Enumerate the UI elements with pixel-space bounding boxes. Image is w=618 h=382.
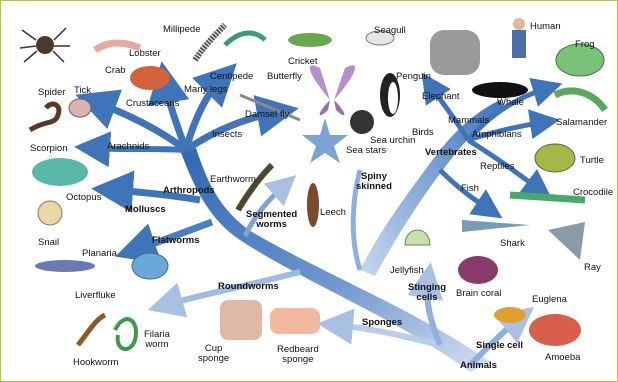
ray-illustration — [548, 222, 585, 260]
label-amoeba: Amoeba — [545, 353, 580, 363]
label-filaria-worm: Filaria worm — [144, 330, 170, 350]
human-illustration — [512, 18, 526, 58]
label-cup-sponge: Cup sponge — [198, 344, 229, 364]
sea-star-illustration — [302, 118, 348, 163]
filaria-worm-illustration — [115, 319, 136, 349]
label-elephant: Elephant — [422, 92, 460, 102]
label-earthworm: Earthworm — [210, 175, 256, 185]
cricket-illustration — [288, 33, 332, 47]
label-redbeard-sponge: Redbeard sponge — [277, 345, 319, 365]
label-liverfluke: Liverfluke — [75, 291, 116, 301]
label-salamander: Salamander — [556, 118, 607, 128]
group-molluscs: Molluscs — [125, 205, 166, 215]
label-spider: Spider — [38, 88, 65, 98]
label-crocodile: Crocodile — [573, 188, 613, 198]
label-whale: Whale — [497, 98, 524, 108]
snail-illustration — [38, 201, 62, 225]
jellyfish-illustration — [405, 230, 430, 245]
label-human: Human — [530, 22, 561, 32]
centipede-illustration — [225, 33, 265, 45]
spider-illustration — [20, 28, 70, 62]
label-millipede: Millipede — [163, 25, 201, 35]
group-segmented-worms: Segmented worms — [246, 210, 297, 230]
label-butterfly: Butterfly — [267, 72, 302, 82]
group-arachnids: Arachnids — [107, 142, 149, 152]
label-jellyfish: Jellyfish — [390, 266, 424, 276]
group-mammals: Mammals — [448, 116, 489, 126]
redbeard-sponge-illustration — [270, 308, 320, 334]
label-leech: Leech — [320, 208, 346, 218]
whale-illustration — [472, 82, 528, 98]
group-single-cell: Single cell — [476, 341, 523, 351]
crab-illustration — [130, 66, 170, 90]
group-vertebrates: Vertebrates — [425, 148, 477, 158]
group-insects: Insects — [212, 130, 242, 140]
group-roundworms: Roundworms — [218, 282, 279, 292]
label-centipede: Centipede — [210, 72, 253, 82]
label-crab: Crab — [105, 66, 126, 76]
label-cricket: Cricket — [288, 57, 318, 67]
octopus-illustration — [32, 158, 88, 186]
label-planaria: Planaria — [82, 249, 117, 259]
group-stinging-cells: Stinging cells — [408, 283, 446, 303]
elephant-illustration — [430, 30, 480, 75]
label-penguin: Penguin — [396, 72, 431, 82]
leech-illustration — [307, 183, 319, 227]
label-shark: Shark — [500, 239, 525, 249]
label-turtle: Turtle — [580, 156, 604, 166]
group-animals: Animals — [460, 361, 497, 371]
label-ray: Ray — [584, 263, 601, 273]
scorpion-illustration — [30, 104, 59, 130]
euglena-illustration — [494, 307, 526, 323]
amoeba-illustration — [529, 314, 581, 346]
group-amphibians: Amphibians — [472, 130, 522, 140]
group-arthropods: Arthropods — [163, 186, 215, 196]
butterfly-illustration — [310, 65, 355, 115]
label-sea-urchin: Sea urchin — [370, 136, 415, 146]
label-tick: Tick — [74, 86, 91, 96]
group-fish: Fish — [461, 184, 479, 194]
planaria-illustration — [35, 260, 95, 272]
label-brain-coral: Brain coral — [456, 289, 501, 299]
label-sea-stars: Sea stars — [346, 146, 386, 156]
liverfluke-illustration — [132, 253, 168, 279]
group-many-legs: Many legs — [184, 85, 227, 95]
label-hookworm: Hookworm — [73, 358, 118, 368]
label-scorpion: Scorpion — [30, 144, 68, 154]
hookworm-illustration — [78, 315, 105, 345]
turtle-illustration — [535, 144, 575, 172]
group-crustaceans: Crustaceans — [126, 99, 179, 109]
label-snail: Snail — [38, 238, 59, 248]
brain-coral-illustration — [458, 256, 498, 284]
label-lobster: Lobster — [129, 49, 161, 59]
label-frog: Frog — [575, 40, 595, 50]
label-damsel-fly: Damsel fly — [245, 110, 289, 120]
label-octopus: Octopus — [66, 193, 101, 203]
shark-illustration — [462, 220, 530, 232]
group-spiny-skinned: Spiny skinned — [356, 172, 392, 192]
label-euglena: Euglena — [532, 295, 567, 305]
cup-sponge-illustration — [220, 300, 262, 340]
sea-urchin-illustration — [350, 110, 374, 134]
group-sponges: Sponges — [362, 318, 402, 328]
salamander-illustration — [555, 91, 605, 110]
group-reptiles: Reptiles — [480, 162, 514, 172]
group-flatworms: Flatworms — [152, 236, 200, 246]
label-seagull: Seagull — [374, 26, 406, 36]
tick-illustration — [69, 99, 91, 117]
